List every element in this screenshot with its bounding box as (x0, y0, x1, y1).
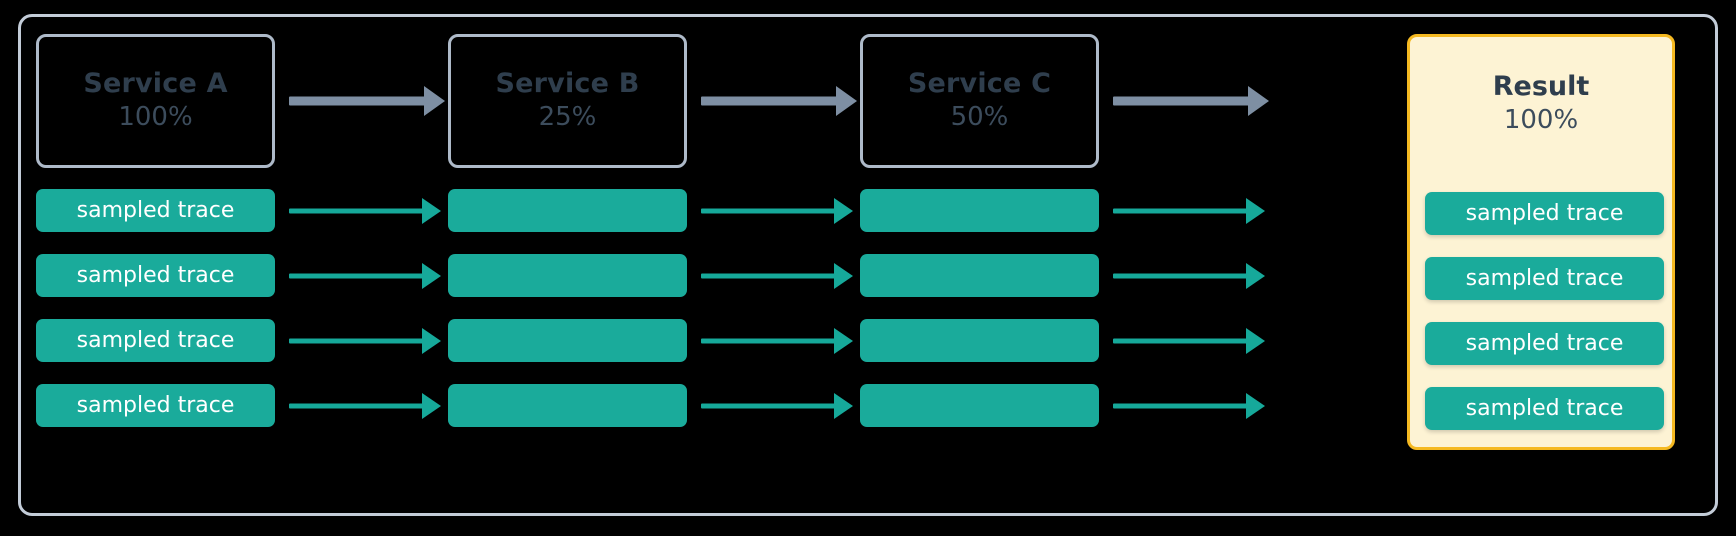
arrow-head (834, 328, 853, 354)
trace-label: sampled trace (76, 262, 235, 288)
trace-bar-service-a-1[interactable]: sampled trace (36, 189, 275, 232)
service-b-percent: 25% (538, 101, 597, 132)
arrow-shaft (1113, 338, 1247, 344)
arrow-head (422, 393, 441, 419)
arrow-shaft (1113, 273, 1247, 279)
arrow-shaft (289, 403, 423, 409)
trace-bar-service-a-4[interactable]: sampled trace (36, 384, 275, 427)
arrow-head (834, 263, 853, 289)
trace-bar-service-c-1[interactable] (860, 189, 1099, 232)
trace-bar-service-b-4[interactable] (448, 384, 687, 427)
arrow-shaft (701, 96, 837, 106)
result-percent: 100% (1503, 104, 1579, 135)
arrow-head (1246, 328, 1265, 354)
service-c-name: Service C (907, 68, 1052, 100)
arrow-shaft (701, 208, 835, 214)
result-panel[interactable]: Result 100% sampled trace sampled trace … (1407, 34, 1675, 450)
trace-bar-service-b-3[interactable] (448, 319, 687, 362)
trace-bar-service-b-2[interactable] (448, 254, 687, 297)
arrow-shaft (289, 208, 423, 214)
trace-bar-result-2[interactable]: sampled trace (1425, 257, 1664, 300)
result-header: Result 100% (1410, 37, 1672, 171)
trace-label: sampled trace (1465, 200, 1624, 226)
result-name: Result (1492, 71, 1590, 103)
trace-bar-result-3[interactable]: sampled trace (1425, 322, 1664, 365)
service-box-service-b[interactable]: Service B 25% (448, 34, 687, 168)
trace-label: sampled trace (76, 327, 235, 353)
pipeline-outer-frame (18, 14, 1718, 516)
arrow-head (422, 198, 441, 224)
arrow-head (424, 86, 445, 116)
trace-bar-result-1[interactable]: sampled trace (1425, 192, 1664, 235)
arrow-head (834, 198, 853, 224)
arrow-shaft (701, 403, 835, 409)
trace-bar-service-c-4[interactable] (860, 384, 1099, 427)
trace-label: sampled trace (76, 197, 235, 223)
arrow-shaft (289, 96, 425, 106)
trace-label: sampled trace (1465, 265, 1624, 291)
service-b-name: Service B (495, 68, 640, 100)
service-a-name: Service A (83, 68, 228, 100)
arrow-head (834, 393, 853, 419)
trace-bar-service-c-2[interactable] (860, 254, 1099, 297)
arrow-head (1246, 263, 1265, 289)
trace-bar-service-c-3[interactable] (860, 319, 1099, 362)
arrow-head (1246, 198, 1265, 224)
service-box-service-c[interactable]: Service C 50% (860, 34, 1099, 168)
arrow-shaft (701, 338, 835, 344)
trace-bar-service-b-1[interactable] (448, 189, 687, 232)
arrow-shaft (289, 338, 423, 344)
service-box-service-a[interactable]: Service A 100% (36, 34, 275, 168)
arrow-head (836, 86, 857, 116)
trace-label: sampled trace (76, 392, 235, 418)
arrow-head (422, 263, 441, 289)
trace-bar-result-4[interactable]: sampled trace (1425, 387, 1664, 430)
arrow-shaft (1113, 96, 1249, 106)
trace-label: sampled trace (1465, 395, 1624, 421)
arrow-head (1246, 393, 1265, 419)
service-a-percent: 100% (118, 101, 193, 132)
arrow-head (422, 328, 441, 354)
arrow-shaft (1113, 403, 1247, 409)
trace-label: sampled trace (1465, 330, 1624, 356)
service-c-percent: 50% (950, 101, 1009, 132)
trace-bar-service-a-3[interactable]: sampled trace (36, 319, 275, 362)
arrow-shaft (1113, 208, 1247, 214)
arrow-shaft (701, 273, 835, 279)
arrow-shaft (289, 273, 423, 279)
arrow-head (1248, 86, 1269, 116)
trace-bar-service-a-2[interactable]: sampled trace (36, 254, 275, 297)
